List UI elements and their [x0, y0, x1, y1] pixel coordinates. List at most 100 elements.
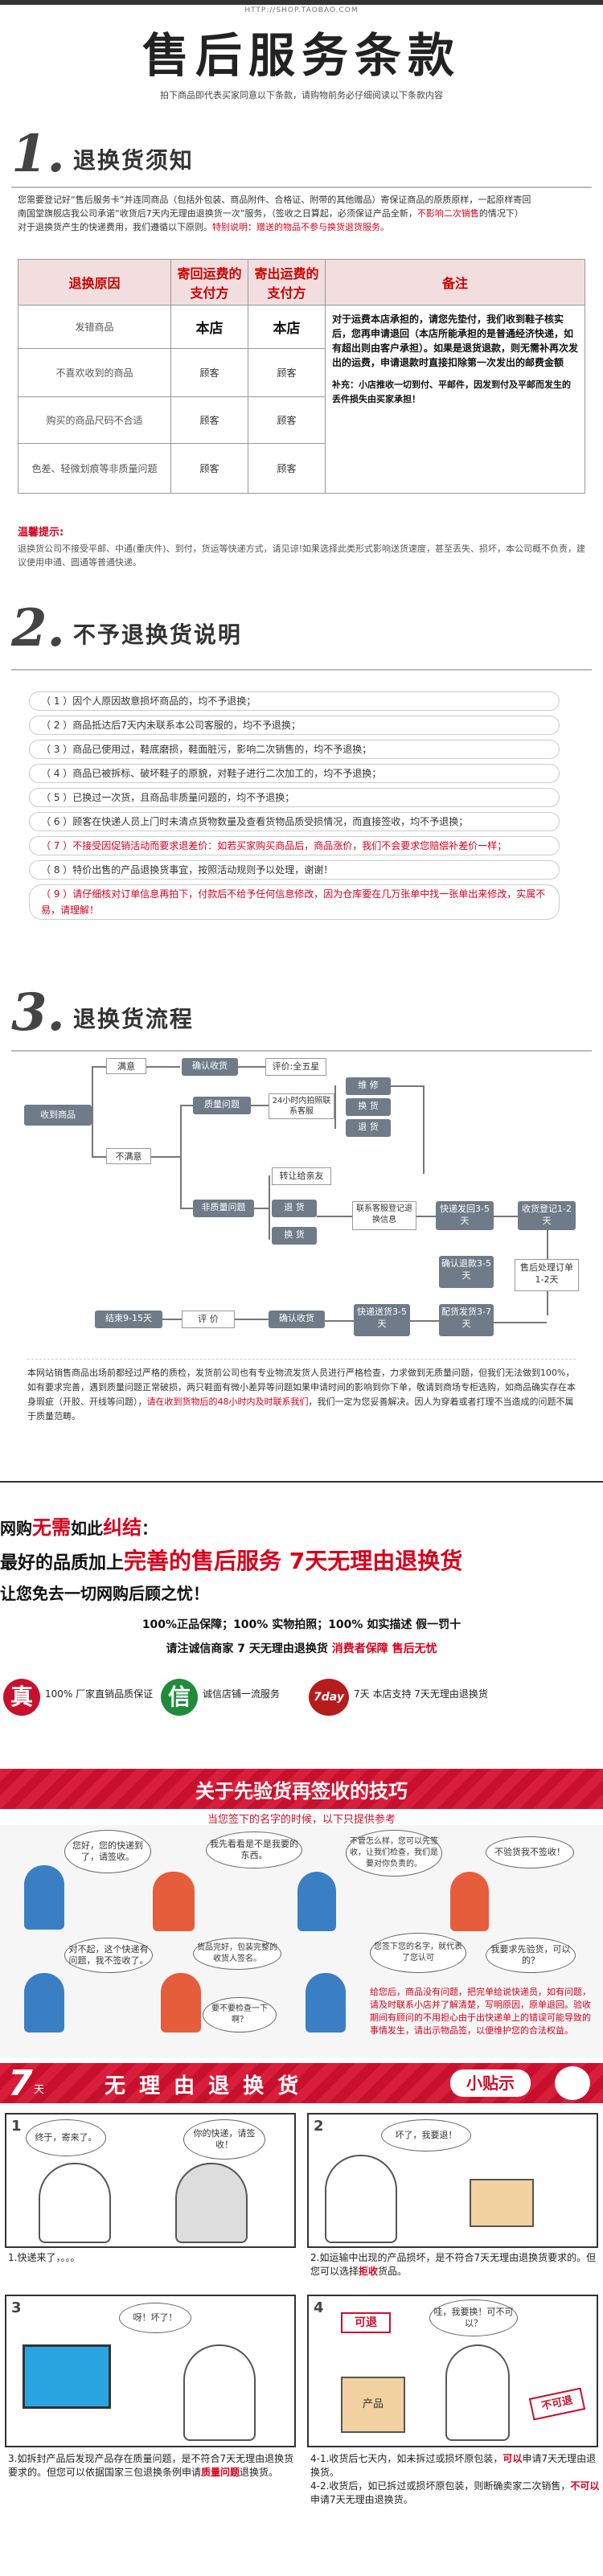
- promo-text-red: 无需: [32, 1516, 71, 1539]
- flow-cs-confirm: 联系客服登记退换信息: [352, 1201, 416, 1230]
- notice-a: 本网站销售商品出场前都经过严格的质检，发货前公司也有专业物流发货人员进行严格检查…: [27, 1368, 576, 1407]
- section3-title: 退换货流程: [72, 1006, 194, 1032]
- seven-title: 无 理 由 退 换 货: [105, 2074, 302, 2098]
- flow-satisfied: 满意: [106, 1058, 146, 1074]
- section-divider: [0, 1481, 603, 1483]
- table-cell: 顾客: [170, 443, 248, 494]
- customer-figure: [153, 1872, 195, 1931]
- return-table: 退换原因 寄回运费的支付方 寄出运费的支付方 备注 发错商品 本店 本店 对于运…: [18, 259, 585, 494]
- courier-figure: [306, 1973, 346, 2032]
- section3-number: 3.: [11, 982, 65, 1043]
- panel-number: 4: [314, 2299, 324, 2316]
- th-reason: 退换原因: [18, 259, 171, 306]
- speech-bubble: 您好，您的快递到了，请签收。: [64, 1830, 151, 1873]
- product-box-icon: 产品: [341, 2377, 405, 2433]
- table-cell: 顾客: [248, 348, 326, 397]
- table-cell: 不喜欢收到的商品: [18, 348, 171, 397]
- warm-tip-title: 温馨提示:: [18, 527, 64, 539]
- panel-text: 4-1.收货后七天内，如未拆过或损坏原包装，: [310, 2453, 503, 2464]
- badge-text: 100% 厂家直销品质保证: [45, 1688, 154, 1700]
- panel-number: 2: [314, 2118, 324, 2135]
- top-stripe: [0, 0, 603, 5]
- rule-item: （ 9 ）请仔细核对订单信息再拍下，付款后不给予任何信息修改，因为仓库要在几万张…: [29, 884, 560, 920]
- flow-contact24: 24小时内拍照联系客服: [269, 1093, 334, 1119]
- intro-line-b: 南国堂旗舰店我公司承诺“收货后7天内无理由退换货一次”服务，（签收之日算起，必须…: [18, 208, 417, 219]
- courier-figure: [297, 1872, 336, 1931]
- promo-line5: 请注诚信商家 7 天无理由退换货 消费者保障 售后无忧: [0, 1640, 603, 1656]
- flow-refund: 退 货: [346, 1119, 391, 1137]
- speech-bubble: 要不要检查一下啊？: [203, 1997, 277, 2032]
- section1-title: 退换货须知: [72, 147, 194, 174]
- panel-text: 4-2.收货后，如已拆过或损坏原包装，则断确卖家二次销售，: [310, 2480, 571, 2492]
- seven-number: 7: [8, 2063, 33, 2104]
- th-send-fee: 寄出运费的支付方: [248, 259, 326, 306]
- flow-transfer: 转让给亲友: [272, 1167, 331, 1185]
- panel-text-red: 不可以: [570, 2480, 600, 2492]
- flow-express-send: 快递发回3-5天: [436, 1201, 494, 1230]
- speech-bubble: 坏了，我要退！: [381, 2119, 471, 2151]
- panel-3: 3 呀！坏了！: [5, 2295, 296, 2447]
- trust-icon: 信: [161, 1679, 198, 1716]
- tip-label: 小贴示: [450, 2069, 531, 2097]
- promo-text: 请注诚信商家 7 天无理由退换货: [166, 1643, 328, 1655]
- speech-bubble: 我要求先验货，可以的？: [486, 1938, 576, 1973]
- rule-item: （ 4 ）商品已被拆标、破坏鞋子的原貌，对鞋子进行二次加工的，均不予退换；: [29, 764, 560, 783]
- rule-item: （ 8 ）特价出售的产品退换货事宜，按照活动规则予以处理，谢谢！: [29, 860, 560, 880]
- badge-text: 诚信店铺一流服务: [203, 1688, 281, 1700]
- panel-3-text: 3.如拆封产品后发现产品存在质量问题，是不符合7天无理由退换货要求的。但您可以依…: [8, 2452, 297, 2480]
- flow-exch: 换 货: [272, 1227, 317, 1245]
- customer-figure: [450, 1872, 489, 1931]
- intro-line-b-end: 的情况下）: [478, 208, 523, 219]
- can-return-stamp: 可退: [341, 2312, 391, 2333]
- table-note-red: 补充：小店推收一切到付、平邮件，因发到付及平邮而发生的丢件损失由买家承担！: [332, 379, 571, 404]
- panel-text-red: 质量问题: [201, 2467, 240, 2478]
- table-cell: 发错商品: [18, 305, 171, 349]
- flow-express-back: 快递送货3-5天: [354, 1304, 410, 1336]
- notice-b: ，我们一定为您妥善解决。因人为穿着或者打理不当造成的问题不属于质量范畴。: [27, 1397, 574, 1421]
- panel-text: 货品。: [378, 2266, 408, 2277]
- promo-text: 网购: [0, 1519, 32, 1538]
- panel-number: 1: [11, 2118, 22, 2135]
- promo-text: 最好的品质加上: [0, 1553, 125, 1573]
- customer-figure: [161, 1973, 201, 2032]
- section1-divider: [11, 187, 592, 188]
- badge-row: 真 100% 厂家直销品质保证 信 诚信店铺一流服务 7day 7天 本店支持 …: [3, 1674, 600, 1722]
- genuine-icon: 真: [3, 1679, 40, 1716]
- promo-text: ：: [142, 1519, 158, 1538]
- table-cell: 本店: [248, 305, 326, 349]
- seven-day-banner: 7 天 无 理 由 退 换 货 小贴示: [0, 2063, 603, 2104]
- rule-item: （ 5 ）已换过一次货，且商品非质量问题的，均不予退换；: [29, 788, 560, 807]
- promo-line2: 最好的品质加上完善的售后服务 7天无理由退换货: [0, 1544, 462, 1576]
- table-cell: 顾客: [248, 396, 326, 444]
- promo-text-red: 完善的售后服务 7天无理由退换货: [124, 1548, 463, 1574]
- panel-text: 3.如拆封产品后发现产品存在质量问题，是不符合7天无理由退换货要求的。但您可以依…: [8, 2453, 294, 2478]
- rule-item: （ 6 ）顾客在快递人员上门时未清点货物数量及查看货物品质受损情况，而直接签收，…: [29, 812, 560, 831]
- courier-figure: [175, 2163, 248, 2243]
- speech-bubble: 我先看看是不是我要的东西。: [206, 1832, 302, 1868]
- speech-bubble: 货品完好，包装完整的收货人签名。: [193, 1938, 281, 1970]
- flow-deliver-again: 配货发货3-7天: [439, 1304, 494, 1336]
- courier-figure: [24, 1865, 64, 1930]
- courier-figure: [24, 1973, 64, 2032]
- flow-end: 结束9-15天: [95, 1311, 162, 1328]
- flow-exchange: 换 货: [346, 1098, 391, 1116]
- th-return-fee: 寄回运费的支付方: [170, 259, 248, 306]
- section2-title: 不予退换货说明: [72, 621, 242, 648]
- panel-text: 2.如运输中出现的产品损坏，是不符合7天无理由退换货要求的。但您可以选择: [310, 2252, 597, 2277]
- table-cell: 顾客: [170, 348, 248, 397]
- flow-receive-register: 收货登记1-2天: [518, 1201, 576, 1230]
- flow-nonquality: 非质量问题: [193, 1200, 254, 1217]
- panel-text-red: 拒收: [359, 2266, 379, 2277]
- speech-bubble: 对不起，这个快递有问题，我不签收了。: [64, 1938, 153, 1973]
- flow-repair: 维 修: [346, 1077, 391, 1095]
- table-cell: 购买的商品尺码不合适: [18, 396, 171, 444]
- promo-line3: 让您免去一切网购后顾之忧！: [0, 1584, 209, 1603]
- speech-bubble: 哇，我要换！可不可以？: [429, 2299, 518, 2336]
- panel-4-text: 4-1.收货后七天内，如未拆过或损坏原包装，可以申请7天无理由退换货。 4-2.…: [310, 2452, 600, 2507]
- seven-day-word: 天: [34, 2084, 45, 2096]
- flow-review: 评 价: [182, 1311, 235, 1328]
- computer-screen-icon: [23, 2344, 111, 2409]
- flow-ret: 退 货: [272, 1200, 317, 1217]
- section3-heading: 3. 退换货流程: [11, 987, 194, 1039]
